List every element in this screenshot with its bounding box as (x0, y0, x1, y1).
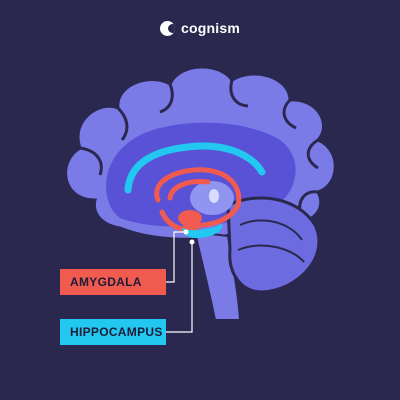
amygdala-pointer-dot (183, 229, 189, 235)
brand-header: cognism (0, 20, 400, 36)
hippocampus-structure (182, 224, 223, 238)
hippocampus-label: HIPPOCAMPUS (60, 319, 166, 345)
cerebellum (226, 196, 321, 294)
thalamus-highlight (209, 189, 219, 203)
leader-lines (166, 231, 193, 333)
amygdala-label: AMYGDALA (60, 269, 166, 295)
hippocampus-pointer-dot (189, 239, 195, 245)
ventricle (124, 142, 266, 194)
amygdala-structure (178, 210, 202, 226)
brand-name: cognism (181, 20, 240, 36)
cognism-logo-icon (160, 20, 176, 36)
